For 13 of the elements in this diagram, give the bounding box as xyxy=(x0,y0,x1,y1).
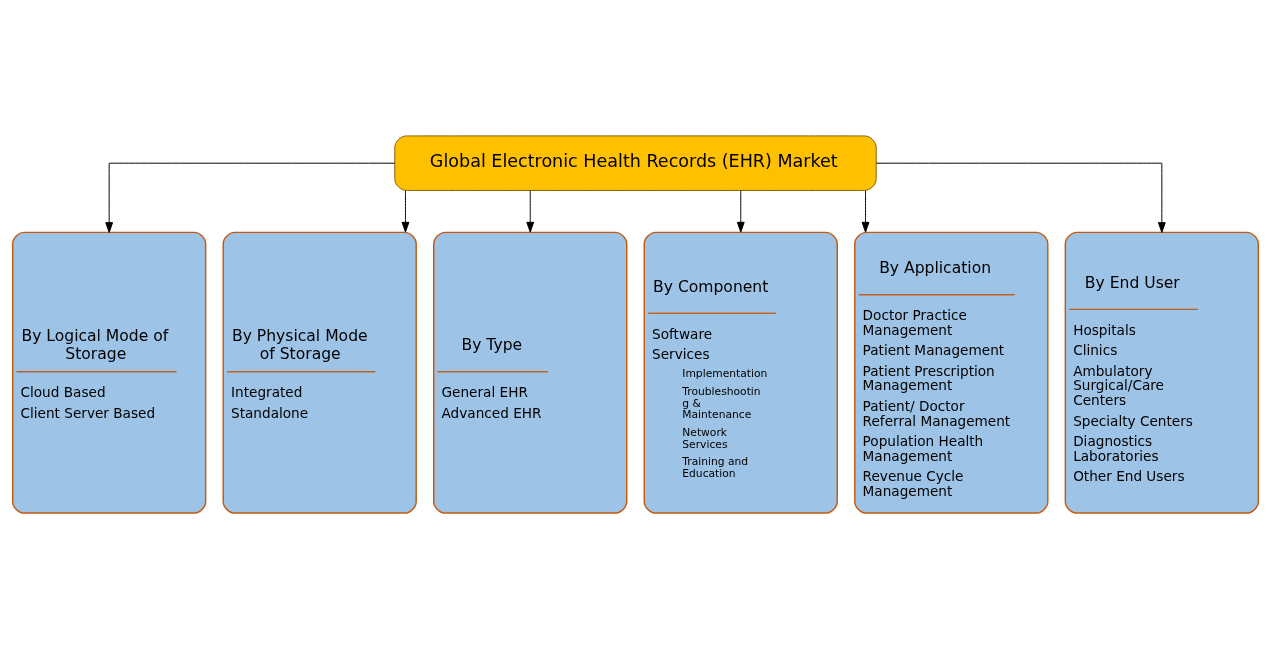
node-box: By End User Hospitals Clinics Ambulatory Surgical/Care Centers Specialty Centers Diagnostics Laboratories Other End Users xyxy=(1064,231,1260,514)
arrow xyxy=(401,190,410,233)
node-box: By Type General EHR Advanced EHR xyxy=(433,231,628,514)
node-box: By Logical Mode of Storage Cloud Based Client Server Based xyxy=(11,231,207,514)
node-box: By Application Doctor Practice Management Patient Management Patient Prescription Management Patient/ Doctor Referral Management Population Health Management Revenue Cycle Management xyxy=(854,231,1049,514)
arrow xyxy=(875,162,1166,233)
arrow xyxy=(736,190,745,233)
node-box: Global Electronic Health Records (EHR) Market xyxy=(394,135,877,191)
node-box: By Component Software Services Implementation Troubleshooting & Maintenance Network Services Training and Education xyxy=(643,231,838,514)
arrow xyxy=(861,190,870,233)
node-box: By Physical Mode of Storage Integrated Standalone xyxy=(222,231,417,514)
arrow xyxy=(526,190,535,233)
arrow xyxy=(105,162,396,233)
